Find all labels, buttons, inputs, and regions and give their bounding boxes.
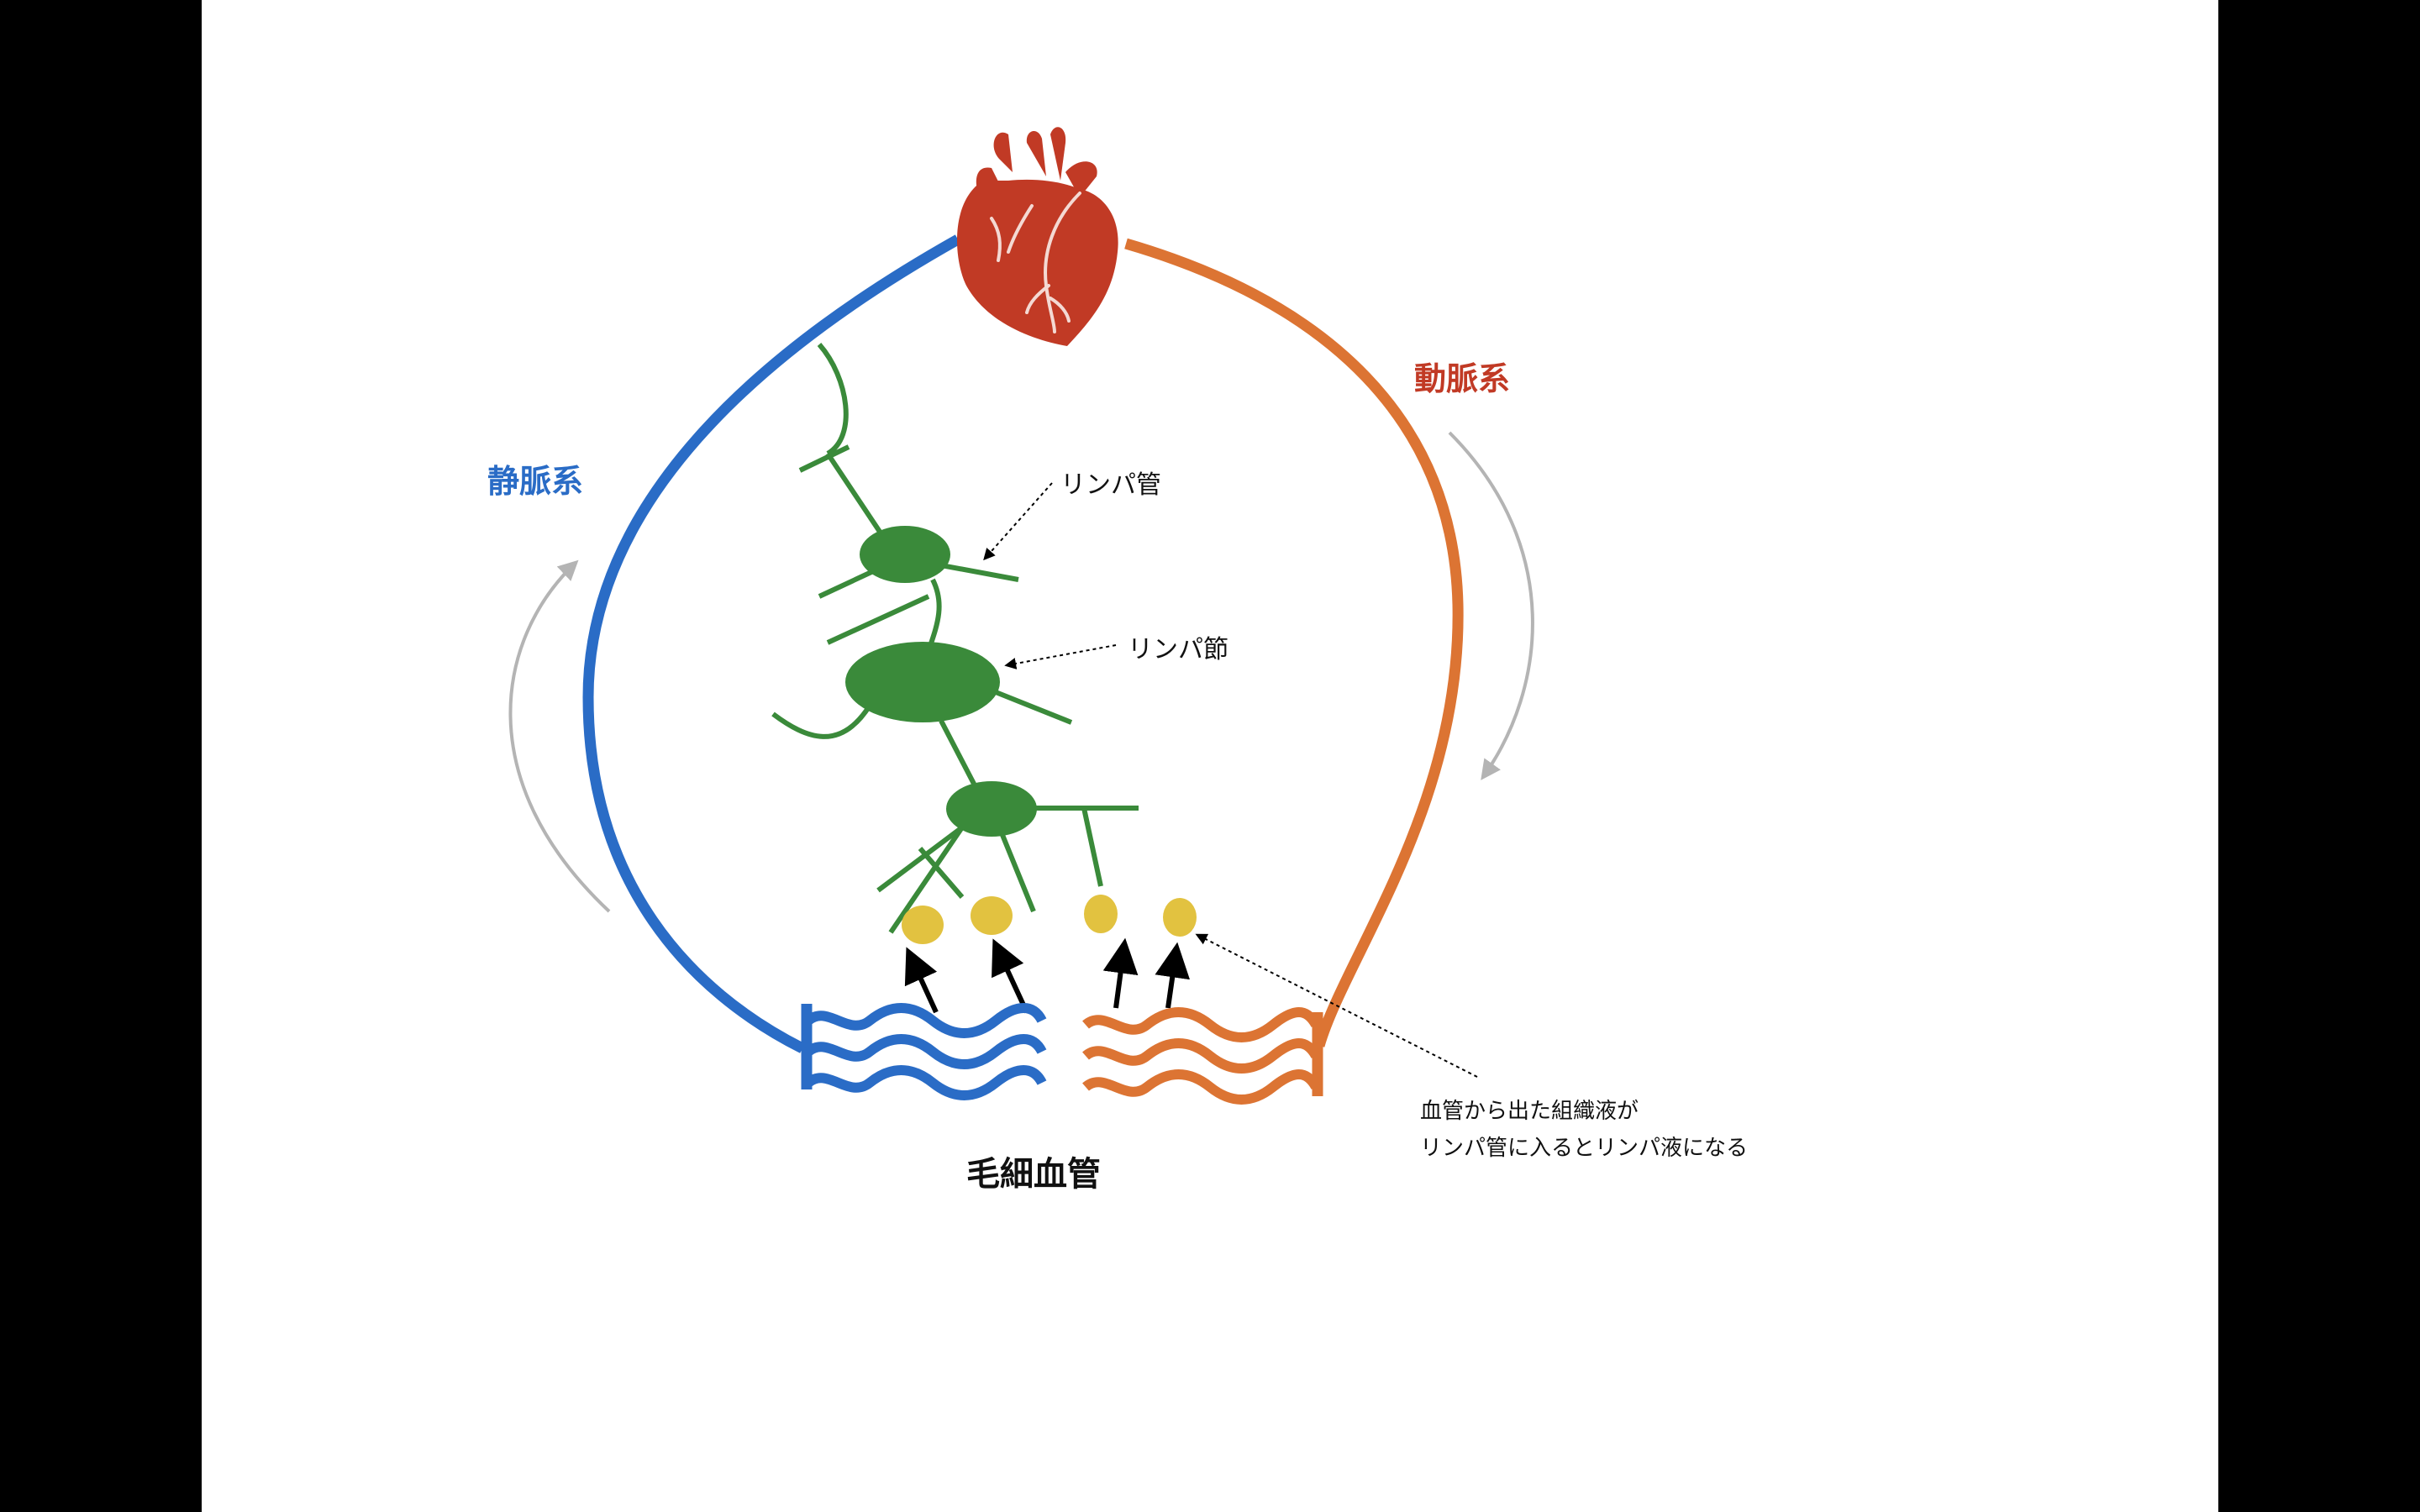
lymph-vessel-pointer [983, 482, 1053, 561]
venous-system-label: 静脈系 [487, 463, 584, 500]
venous-flow-arrow [508, 559, 611, 913]
tissue-fluid-droplet [1163, 898, 1197, 937]
lymph-fluid-pointer [1195, 933, 1478, 1078]
capillary-arterial [1082, 1007, 1323, 1105]
capillary-label: 毛細血管 [966, 1155, 1101, 1194]
lymph-node-label: リンパ節 [1128, 635, 1228, 664]
lymph-node-large [845, 642, 1000, 722]
slide [202, 0, 2218, 1512]
fluid-outflow-arrows [904, 937, 1191, 1014]
lymph-node-small [860, 526, 950, 583]
lymph-vessel-label: リンパ管 [1060, 470, 1161, 500]
arterial-system-label: 動脈系 [1414, 360, 1511, 397]
anatomical-heart-icon [956, 127, 1118, 346]
note-line-1: 血管から出た組織液が [1420, 1099, 1639, 1124]
tissue-fluid-droplet [1084, 895, 1118, 933]
lymph-node-pointer [1004, 644, 1117, 669]
arterial-flow-arrow [1448, 431, 1534, 780]
lymph-node-lower [946, 781, 1037, 837]
capillary-venous [801, 1003, 1047, 1100]
lymphatic-system [771, 343, 1139, 934]
tissue-fluid-droplet [902, 906, 944, 944]
arterial-vessel [1124, 238, 1464, 1047]
tissue-fluid-droplet [971, 896, 1013, 935]
note-line-2: リンパ管に入るとリンパ液になる [1420, 1136, 1749, 1161]
venous-vessel [582, 234, 961, 1053]
